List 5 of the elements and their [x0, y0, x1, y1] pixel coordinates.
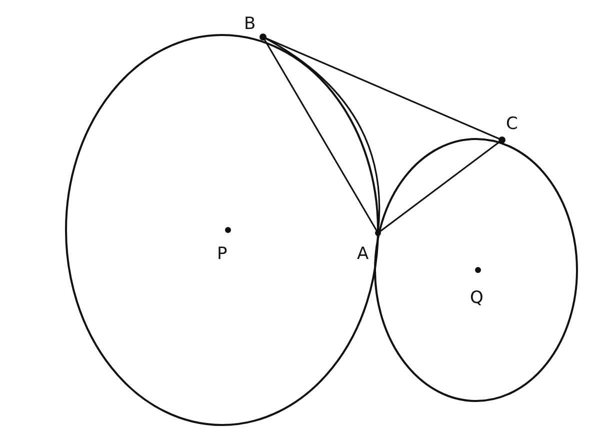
- point-label: P: [217, 246, 228, 263]
- point-label: C: [506, 116, 518, 133]
- point-label: Q: [470, 290, 484, 307]
- point-label: B: [244, 16, 256, 33]
- point-label: A: [357, 246, 369, 263]
